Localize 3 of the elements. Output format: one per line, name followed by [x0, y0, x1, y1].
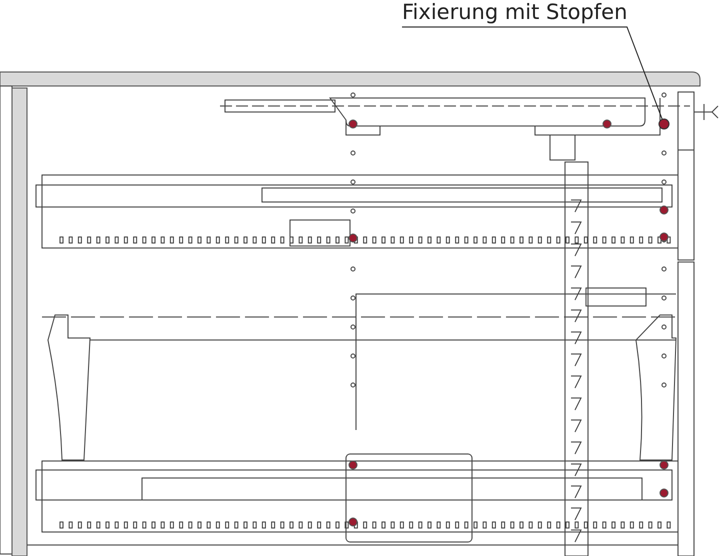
stopper-marker: [658, 118, 670, 130]
callout-label: Fixierung mit Stopfen: [402, 0, 628, 24]
leader-line: [402, 26, 663, 120]
